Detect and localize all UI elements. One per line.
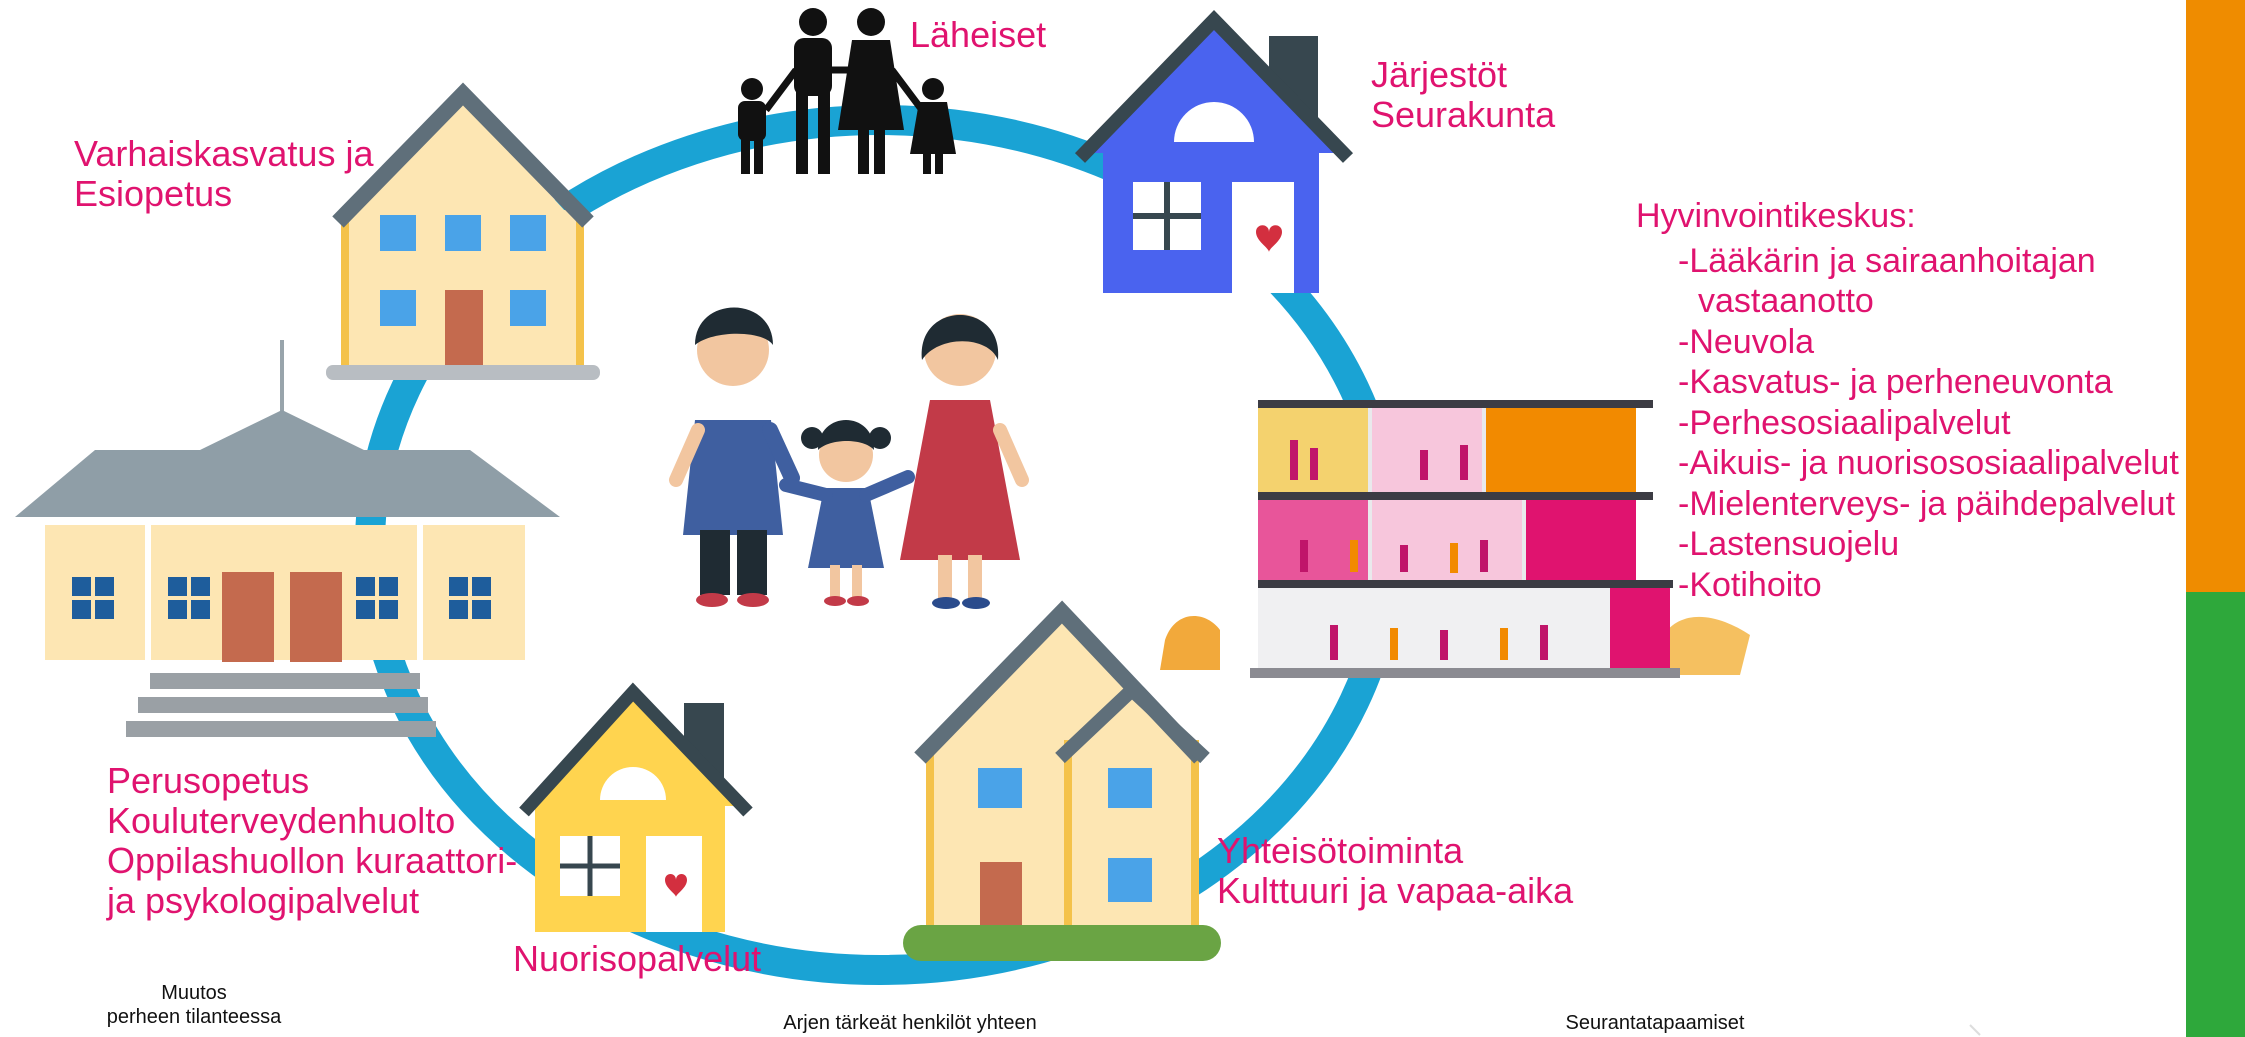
label-perusopetus: Perusopetus [107, 760, 310, 801]
service-item: -Kotihoito [1678, 565, 1822, 604]
welfare-center-icon [1160, 400, 1750, 678]
central-family-icon [669, 307, 1029, 609]
label-yhteisotoiminta: Yhteisötoiminta [1217, 830, 1464, 871]
caption-arjen: Arjen tärkeät henkilöt yhteen [783, 1012, 1037, 1034]
label-psykologipalvelut: ja psykologipalvelut [107, 880, 420, 921]
blue-house-icon [1074, 9, 1354, 293]
family-silhouette-icon [738, 8, 956, 174]
caption-seuranta: Seurantatapaamiset [1565, 1012, 1745, 1034]
label-kouluterveydenhuolto: Kouluterveydenhuolto [107, 800, 456, 841]
service-item: -Lastensuojelu [1678, 525, 1900, 563]
service-item: -Perhesosiaalipalvelut [1678, 403, 2011, 442]
chevron-right-icon [1969, 1024, 1981, 1036]
label-varhaiskasvatus: Varhaiskasvatus ja [74, 133, 374, 174]
service-item: -Lääkärin ja sairaanhoitajan [1678, 241, 2096, 280]
caption-muutos-line1: Muutos [161, 982, 227, 1004]
hyvinvointikeskus-title: Hyvinvointikeskus: [1636, 197, 1916, 235]
label-nuorisopalvelut: Nuorisopalvelut [513, 938, 762, 979]
orange-side-bar [2186, 0, 2245, 592]
caption-muutos-line2: perheen tilanteessa [106, 1006, 282, 1028]
kindergarten-house-icon [326, 82, 600, 380]
label-oppilashuolto: Oppilashuollon kuraattori- [107, 840, 518, 881]
school-building-icon [15, 340, 560, 737]
small-yellow-house-icon [519, 682, 753, 932]
service-item: -Aikuis- ja nuorisososiaalipalvelut [1678, 444, 2179, 482]
label-jarjestot: Järjestöt [1371, 54, 1508, 95]
label-seurakunta: Seurakunta [1371, 94, 1556, 135]
large-house-icon [903, 600, 1221, 961]
service-item: -Mielenterveys- ja päihdepalvelut [1678, 484, 2176, 523]
label-esiopetus: Esiopetus [74, 173, 233, 214]
service-item: -Kasvatus- ja perheneuvonta [1678, 363, 2113, 401]
green-side-bar [2186, 592, 2245, 1037]
service-item: vastaanotto [1698, 282, 1874, 320]
hyvinvointikeskus-list: Hyvinvointikeskus: -Lääkärin ja sairaanh… [1636, 196, 2179, 605]
service-item: -Neuvola [1678, 322, 1815, 361]
label-kulttuuri: Kulttuuri ja vapaa-aika [1217, 870, 1574, 911]
caption-muutos: Muutos perheen tilanteessa [84, 981, 304, 1029]
label-laheiset: Läheiset [910, 14, 1047, 55]
